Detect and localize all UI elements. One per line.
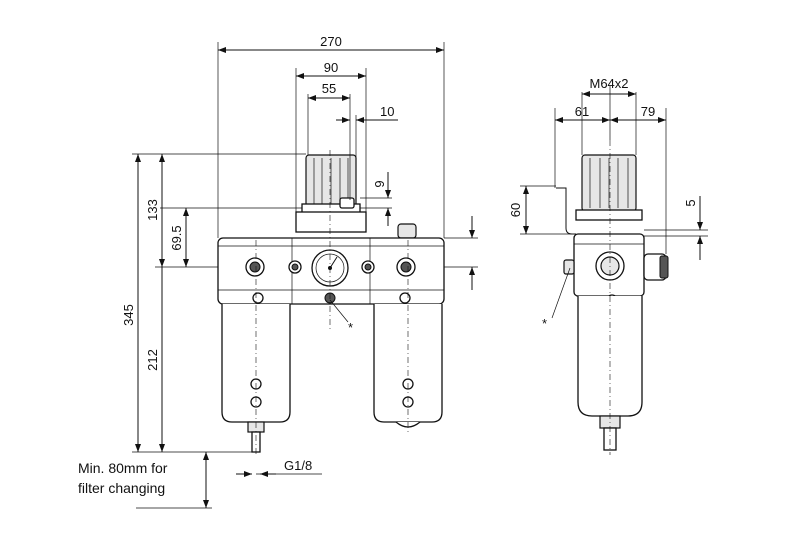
side-dimensions: M64x2 61 79 60 5 * [508,76,708,331]
dim-width-55: 55 [322,81,336,96]
dim-height-133: 133 [145,199,160,221]
filter-bowl-left [221,304,291,453]
dim-overall-width: 270 [320,34,342,49]
clearance-note-line2: filter changing [78,480,165,496]
dim-width-90: 90 [324,60,338,75]
dim-port-thread: G1/8 [284,458,312,473]
dim-height-60: 60 [508,203,523,217]
front-view [217,150,445,455]
dim-height-69-5: 69.5 [169,225,184,250]
top-fitting [397,223,417,239]
dim-width-61: 61 [575,104,589,119]
dim-height-212: 212 [145,349,160,371]
front-dimensions: 270 90 55 10 9 345 133 69.5 212 [78,34,478,509]
clearance-note-line1: Min. 80mm for [78,460,168,476]
side-view [556,140,669,455]
asterisk-side: * [542,316,547,331]
regulator-knob [295,154,367,233]
dim-width-10: 10 [380,104,394,119]
asterisk-front: * [348,320,353,335]
dim-thread-m64: M64x2 [589,76,628,91]
dim-height-9: 9 [372,180,387,187]
dim-height-5: 5 [683,199,698,206]
dim-width-79: 79 [641,104,655,119]
dim-height-345: 345 [121,304,136,326]
